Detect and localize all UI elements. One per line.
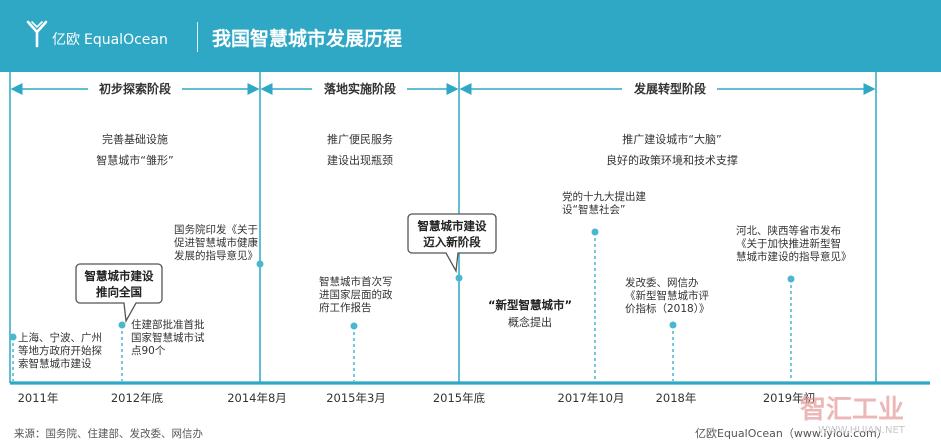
phase-desc-2b: 建设出现瓶颈 [327,153,393,167]
event-dot-2015-3 [350,322,358,330]
callout-2-line2: 迈入新阶段 [423,235,481,249]
logo-en: EqualOcean [84,32,168,48]
axis-label-2019: 2019年初 [763,391,815,405]
event-dot-2018 [669,321,677,329]
axis-label-2012: 2012年底 [111,391,164,405]
footer-brand: 亿欧EqualOcean（www.iyiou.com） [695,427,888,440]
event-2015-3-line3: 府工作报告 [319,301,372,314]
event-dot-2017 [591,228,599,236]
event-2018-line1: 发改委、网信办 [625,276,699,289]
callout-2-line1: 智慧城市建设 [418,219,487,233]
event-dot-2012 [118,321,126,329]
page-title: 我国智慧城市发展历程 [212,28,403,50]
phase-desc-3a: 推广建设城市“大脑” [622,132,721,146]
concept-sub: 概念提出 [508,315,552,329]
axis-label-2014: 2014年8月 [227,391,287,405]
event-markers [12,232,792,381]
phase-desc-2a: 推广便民服务 [327,132,393,146]
axis-label-2017: 2017年10月 [558,391,625,405]
event-2014-line2: 促进智慧城市健康 [174,236,258,249]
event-2012-line2: 国家智慧城市试 [131,331,205,344]
callout-1-line1: 智慧城市建设 [85,269,154,283]
event-2011-line1: 上海、宁波、广州 [18,331,102,344]
header-divider [197,22,198,52]
phase-label-2: 落地实施阶段 [324,81,397,96]
axis-label-2015-3: 2015年3月 [326,391,386,405]
phase-label-3: 发展转型阶段 [633,81,707,96]
event-2011-line3: 索智慧城市建设 [18,357,92,370]
event-2012-line3: 点90个 [131,345,166,357]
event-2014-line3: 发展的指导意见》 [174,249,258,262]
watermark-cn: 智汇工业 [800,395,904,425]
event-2017-line1: 党的十九大提出建 [562,190,646,203]
event-2017-line2: 设“智慧社会” [562,203,625,216]
event-2011-line2: 等地方政府开始探 [18,344,102,357]
event-2018-line2: 《新型智慧城市评 [625,289,709,302]
axis-label-2015-end: 2015年底 [433,391,486,405]
event-dot-2014 [256,260,264,268]
event-2019-line2: 《关于加快推进新型智 [736,237,841,250]
phase-desc-1b: 智慧城市“雏形” [96,153,173,167]
event-2018-line3: 价指标（2018）》 [625,302,709,315]
axis-label-2018: 2018年 [656,391,697,405]
callout-1-line2: 推向全国 [96,285,142,299]
callout-nationwide: 智慧城市建设 推向全国 [75,263,163,324]
event-2015-3-line2: 进国家层面的政 [319,288,393,301]
source-note: 来源：国务院、住建部、发改委、网信办 [14,427,203,440]
logo-icon [26,20,48,48]
phase-desc-3b: 良好的政策环境和技术支撑 [606,153,738,167]
phase-desc-1a: 完善基础设施 [102,132,168,146]
event-dot-2011 [9,333,17,341]
event-2014-line1: 国务院印发《关于 [174,223,258,236]
logo-cn: 亿欧 [52,32,80,48]
axis-label-2011: 2011年 [18,391,59,405]
callout-new-stage: 智慧城市建设 迈入新阶段 [407,213,497,274]
concept-title: “新型智慧城市” [488,298,572,312]
event-dot-2015-end [455,274,463,282]
watermark-en: WWW.HUIAN.NET [818,425,906,436]
event-2019-line1: 河北、陕西等省市发布 [736,224,841,237]
event-2015-3-line1: 智慧城市首次写 [319,275,393,288]
event-dot-2019 [787,275,795,283]
event-2019-line3: 慧城市建设的指导意见》 [736,250,852,263]
phase-label-1: 初步探索阶段 [99,81,172,96]
event-2012-line1: 住建部批准首批 [131,318,205,331]
event-dots [9,228,795,341]
